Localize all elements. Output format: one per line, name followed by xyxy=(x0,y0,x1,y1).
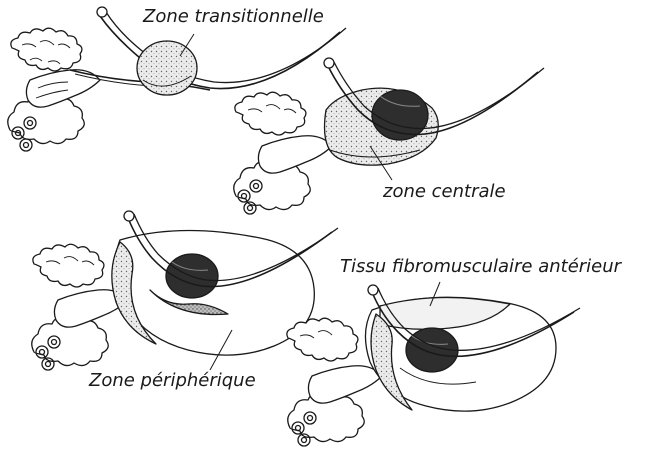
seminal-vesicle xyxy=(11,28,82,71)
label-zone-peripherique: Zone périphérique xyxy=(89,372,256,390)
label-zone-transitionnelle: Zone transitionnelle xyxy=(143,8,324,26)
label-tissu-fibromusculaire: Tissu fibromusculaire antérieur xyxy=(340,258,621,276)
seminal-vesicle xyxy=(33,244,104,287)
seminal-vesicle xyxy=(235,92,306,135)
seminal-vesicle xyxy=(287,318,358,361)
panel-anterior-fibromuscular xyxy=(287,285,580,446)
panel-peripheral-zone xyxy=(32,211,338,370)
transition-zone-ball xyxy=(137,41,197,95)
label-zone-centrale: zone centrale xyxy=(383,183,506,201)
